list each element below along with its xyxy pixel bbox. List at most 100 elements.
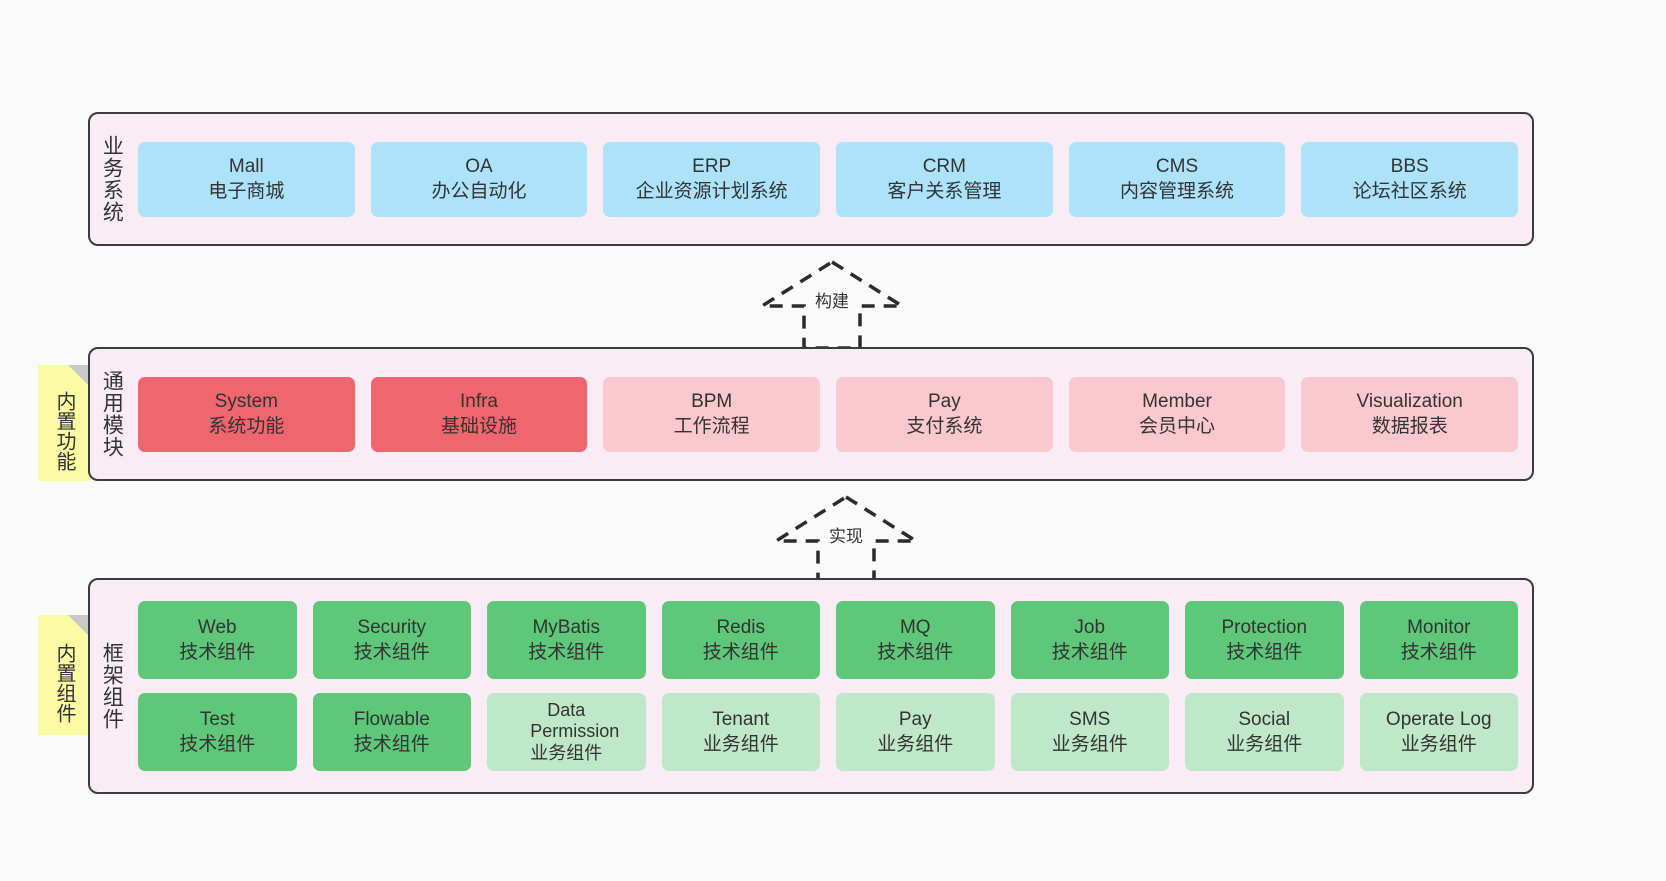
node-system-desc: 系统功能 — [208, 416, 285, 437]
node-pay-module-name: Pay — [927, 390, 961, 412]
node-social-desc: 业务组件 — [1226, 734, 1303, 755]
layer-body-business-systems: Mall 电子商城 OA 办公自动化 ERP 企业资源计划系统 CRM 客户关系… — [132, 114, 1532, 244]
note-builtin-functions: 内置功能 — [38, 365, 90, 481]
node-bbs[interactable]: BBS 论坛社区系统 — [1301, 141, 1519, 217]
node-bpm-desc: 工作流程 — [673, 416, 750, 437]
node-mq[interactable]: MQ 技术组件 — [836, 601, 995, 679]
node-pay-component-desc: 业务组件 — [877, 734, 954, 755]
node-flowable-desc: 技术组件 — [353, 734, 430, 755]
node-mq-desc: 技术组件 — [877, 642, 954, 663]
node-protection[interactable]: Protection 技术组件 — [1185, 601, 1344, 679]
node-oa-desc: 办公自动化 — [431, 181, 527, 202]
layer-title-framework-components: 框架组件 — [100, 642, 124, 730]
node-infra-desc: 基础设施 — [441, 416, 518, 437]
node-mybatis-desc: 技术组件 — [528, 642, 605, 663]
node-monitor[interactable]: Monitor 技术组件 — [1359, 601, 1518, 679]
node-security-desc: 技术组件 — [353, 642, 430, 663]
node-oa[interactable]: OA 办公自动化 — [370, 141, 588, 217]
layer-common-modules: 通用模块 System 系统功能 Infra 基础设施 BPM 工作流程 Pay… — [88, 347, 1534, 481]
layer-title-business-systems: 业务系统 — [100, 135, 124, 223]
node-cms-desc: 内容管理系统 — [1120, 181, 1235, 202]
node-operate-log-desc: 业务组件 — [1400, 734, 1477, 755]
node-monitor-desc: 技术组件 — [1400, 642, 1477, 663]
node-web[interactable]: Web 技术组件 — [138, 601, 297, 679]
node-visualization[interactable]: Visualization 数据报表 — [1301, 376, 1519, 452]
node-data-permission-name: Data Permission — [530, 700, 620, 742]
node-security-name: Security — [357, 616, 427, 638]
node-oa-name: OA — [465, 155, 493, 177]
node-bpm[interactable]: BPM 工作流程 — [603, 376, 821, 452]
layer-body-common-modules: System 系统功能 Infra 基础设施 BPM 工作流程 Pay 支付系统… — [132, 349, 1532, 479]
node-data-permission[interactable]: Data Permission 业务组件 — [487, 693, 646, 771]
node-pay-module[interactable]: Pay 支付系统 — [836, 376, 1053, 452]
node-infra[interactable]: Infra 基础设施 — [370, 376, 588, 452]
note-builtin-components: 内置组件 — [38, 615, 90, 735]
note-builtin-components-text: 内置组件 — [53, 643, 75, 723]
node-pay-component[interactable]: Pay 业务组件 — [836, 693, 995, 771]
layer-framework-components: 框架组件 Web 技术组件 Security 技术组件 MyBatis 技术组件… — [88, 578, 1534, 794]
node-mq-name: MQ — [899, 616, 931, 638]
node-operate-log-name: Operate Log — [1385, 708, 1492, 730]
node-cms[interactable]: CMS 内容管理系统 — [1068, 141, 1286, 217]
node-mybatis-name: MyBatis — [532, 616, 601, 638]
node-test-name: Test — [199, 708, 235, 730]
layer-business-systems: 业务系统 Mall 电子商城 OA 办公自动化 ERP 企业资源计划系统 CRM… — [88, 112, 1534, 246]
node-visualization-name: Visualization — [1356, 390, 1463, 412]
connector-implement-arrow — [766, 493, 926, 585]
node-crm-name: CRM — [922, 155, 966, 177]
node-test-desc: 技术组件 — [179, 734, 256, 755]
node-tenant-name: Tenant — [712, 708, 770, 730]
node-protection-name: Protection — [1221, 616, 1308, 638]
node-bpm-name: BPM — [691, 390, 733, 412]
node-web-desc: 技术组件 — [179, 642, 256, 663]
node-member[interactable]: Member 会员中心 — [1068, 376, 1286, 452]
connector-implement-label: 实现 — [826, 526, 866, 549]
node-security[interactable]: Security 技术组件 — [312, 601, 471, 679]
node-pay-component-name: Pay — [898, 708, 932, 730]
node-monitor-name: Monitor — [1407, 616, 1471, 638]
node-infra-name: Infra — [459, 390, 499, 412]
node-tenant-desc: 业务组件 — [702, 734, 779, 755]
node-crm-desc: 客户关系管理 — [887, 181, 1002, 202]
node-system[interactable]: System 系统功能 — [138, 376, 355, 452]
node-redis[interactable]: Redis 技术组件 — [661, 601, 820, 679]
connector-build-label: 构建 — [812, 291, 852, 314]
note-builtin-functions-text: 内置功能 — [53, 391, 75, 471]
node-sms-name: SMS — [1069, 708, 1111, 730]
node-pay-module-desc: 支付系统 — [906, 416, 983, 437]
node-social-name: Social — [1238, 708, 1291, 730]
node-job-desc: 技术组件 — [1051, 642, 1128, 663]
implement-arrow-shape — [769, 494, 923, 585]
node-sms[interactable]: SMS 业务组件 — [1010, 693, 1169, 771]
node-sms-desc: 业务组件 — [1051, 734, 1128, 755]
node-mall-desc: 电子商城 — [208, 181, 285, 202]
row-business-systems: Mall 电子商城 OA 办公自动化 ERP 企业资源计划系统 CRM 客户关系… — [138, 141, 1519, 217]
node-erp-desc: 企业资源计划系统 — [635, 181, 788, 202]
node-web-name: Web — [197, 616, 237, 638]
node-test[interactable]: Test 技术组件 — [138, 693, 297, 771]
node-job-name: Job — [1074, 616, 1106, 638]
node-mall[interactable]: Mall 电子商城 — [138, 141, 355, 217]
row-technical-components: Web 技术组件 Security 技术组件 MyBatis 技术组件 Redi… — [138, 601, 1518, 679]
node-redis-desc: 技术组件 — [702, 642, 779, 663]
connector-build-arrow — [752, 258, 912, 350]
row-business-components: Test 技术组件 Flowable 技术组件 Data Permission … — [138, 693, 1518, 771]
node-erp-name: ERP — [692, 155, 732, 177]
build-arrow-shape — [755, 259, 909, 350]
node-job[interactable]: Job 技术组件 — [1010, 601, 1169, 679]
node-erp[interactable]: ERP 企业资源计划系统 — [603, 141, 821, 217]
node-crm[interactable]: CRM 客户关系管理 — [836, 141, 1053, 217]
node-flowable-name: Flowable — [353, 708, 430, 730]
node-mybatis[interactable]: MyBatis 技术组件 — [487, 601, 646, 679]
node-social[interactable]: Social 业务组件 — [1185, 693, 1344, 771]
node-redis-name: Redis — [716, 616, 766, 638]
node-bbs-desc: 论坛社区系统 — [1352, 181, 1467, 202]
node-tenant[interactable]: Tenant 业务组件 — [661, 693, 820, 771]
node-visualization-desc: 数据报表 — [1371, 416, 1448, 437]
node-system-name: System — [214, 390, 279, 412]
node-data-permission-desc: 业务组件 — [530, 742, 603, 763]
node-cms-name: CMS — [1155, 155, 1199, 177]
node-operate-log[interactable]: Operate Log 业务组件 — [1359, 693, 1518, 771]
node-flowable[interactable]: Flowable 技术组件 — [312, 693, 471, 771]
